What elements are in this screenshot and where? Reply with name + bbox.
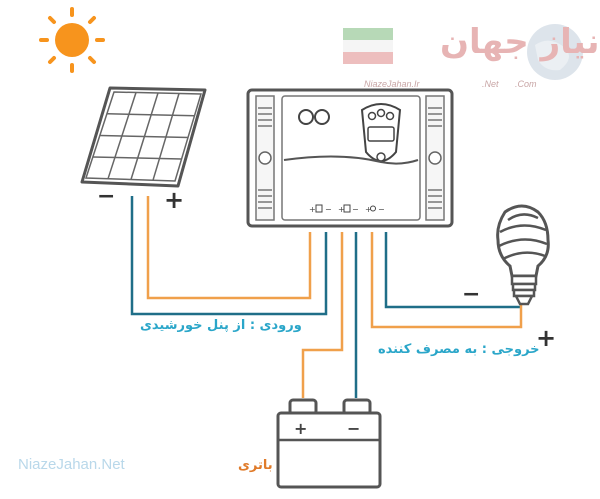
load-negative-sign: − xyxy=(462,282,481,307)
input-negative-wire xyxy=(130,196,328,316)
input-positive-wire xyxy=(146,196,312,300)
watermark-flag xyxy=(343,28,393,64)
panel-positive-sign: + xyxy=(164,186,185,214)
battery-icon: + − xyxy=(276,398,382,489)
battery-positive-wire xyxy=(301,232,344,398)
svg-text:+: + xyxy=(309,205,316,214)
globe-icon xyxy=(527,24,583,80)
load-wires xyxy=(370,232,523,329)
battery-label: باتری xyxy=(238,458,273,473)
battery-wires xyxy=(301,232,358,398)
watermark-bottom: NiazeJahan.Net xyxy=(18,456,125,473)
watermark-title: نیاز جهان xyxy=(440,22,600,62)
terminal-strip: + − + − + − xyxy=(305,202,391,216)
load-negative-wire xyxy=(384,232,521,309)
output-label: خروجی : به مصرف کننده xyxy=(378,342,540,357)
charge-controller-icon: + − + − + − xyxy=(246,88,454,228)
watermark-url-1: NiazeJahan.Ir xyxy=(364,79,420,89)
panel-negative-sign: − xyxy=(97,184,116,209)
load-positive-sign: + xyxy=(536,324,557,352)
input-wires xyxy=(130,196,328,316)
svg-text:−: − xyxy=(347,419,360,438)
watermark-url-2: .Net xyxy=(482,79,499,89)
sun-icon xyxy=(39,7,105,73)
svg-text:−: − xyxy=(378,205,385,214)
input-label: ورودی : از پنل خورشیدی xyxy=(140,318,302,333)
watermark-url-3: .Com xyxy=(515,79,537,89)
light-bulb-icon xyxy=(496,204,550,306)
svg-text:+: + xyxy=(294,419,307,438)
solar-panel-icon xyxy=(80,86,207,188)
svg-text:+: + xyxy=(338,205,345,214)
svg-text:−: − xyxy=(352,205,359,214)
svg-text:−: − xyxy=(325,205,332,214)
load-positive-wire xyxy=(370,232,523,329)
svg-text:+: + xyxy=(365,205,372,214)
